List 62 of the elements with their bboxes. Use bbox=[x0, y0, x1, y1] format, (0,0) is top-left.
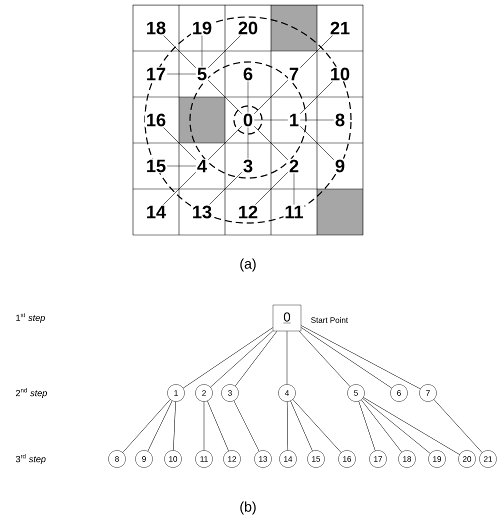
connector-line bbox=[434, 399, 482, 453]
connector-line bbox=[300, 325, 421, 390]
cell-number: 0 bbox=[242, 112, 254, 128]
connector-line bbox=[173, 401, 176, 451]
connector-line bbox=[210, 330, 274, 388]
connector-line bbox=[208, 35, 241, 68]
connector-line bbox=[182, 327, 274, 388]
step-label: 1$^{st}$ step bbox=[16, 313, 45, 323]
cell-number: 7 bbox=[288, 66, 300, 82]
connector-line bbox=[361, 400, 402, 452]
connector-line bbox=[208, 80, 242, 114]
connector-line bbox=[358, 401, 376, 451]
connector-line bbox=[209, 172, 242, 205]
connector-line bbox=[163, 35, 196, 68]
connector-line bbox=[163, 127, 196, 160]
cell-number: 1 bbox=[288, 112, 300, 128]
cell-number: 4 bbox=[196, 158, 208, 174]
cell-number: 17 bbox=[144, 66, 167, 82]
cell-number: 21 bbox=[328, 20, 351, 36]
cell-number: 11 bbox=[283, 204, 304, 220]
cell-number: 13 bbox=[190, 204, 213, 220]
connector-line bbox=[300, 126, 334, 160]
connector-line bbox=[234, 400, 260, 452]
cell-number: 8 bbox=[334, 112, 346, 128]
connector-line bbox=[298, 330, 350, 387]
cell-number: 12 bbox=[236, 204, 259, 220]
cell-number: 10 bbox=[328, 66, 351, 82]
cell-number: 20 bbox=[236, 20, 259, 36]
connector-line bbox=[300, 35, 333, 68]
cell-number: 2 bbox=[288, 158, 300, 174]
connector-line bbox=[122, 399, 170, 453]
connector-line bbox=[290, 400, 313, 452]
connector-line bbox=[363, 397, 460, 455]
cell-number: 19 bbox=[190, 20, 213, 36]
connector-line bbox=[148, 400, 172, 452]
connector-line bbox=[235, 330, 278, 386]
cell-number: 16 bbox=[144, 112, 167, 128]
node-caption: Start Point bbox=[311, 317, 348, 323]
cell-number: 15 bbox=[144, 158, 167, 174]
panel-label: (b) bbox=[240, 501, 256, 515]
connector-line bbox=[208, 126, 242, 160]
cell-number: 14 bbox=[144, 204, 167, 220]
connector-line bbox=[207, 400, 229, 452]
cell-number: 6 bbox=[242, 66, 254, 82]
connector-line bbox=[254, 126, 288, 160]
connector-line bbox=[163, 172, 196, 205]
step-label: 3$^{rd}$ step bbox=[16, 454, 46, 464]
panel-label: (a) bbox=[240, 258, 256, 272]
cell-number: 9 bbox=[334, 158, 346, 174]
cell-number: 18 bbox=[144, 20, 167, 36]
connector-line bbox=[255, 172, 288, 205]
connector-line bbox=[286, 401, 288, 451]
connector-line bbox=[362, 398, 430, 454]
cell-number: 5 bbox=[196, 66, 208, 82]
connector-line bbox=[300, 81, 333, 114]
step-label: 2$^{nd}$ step bbox=[16, 388, 47, 398]
connector-line bbox=[286, 330, 288, 385]
start-box: 0 bbox=[272, 304, 302, 332]
connector-line bbox=[254, 80, 288, 114]
connector-line bbox=[300, 327, 392, 388]
cell-number: 3 bbox=[242, 158, 254, 174]
connector-line bbox=[292, 399, 342, 453]
